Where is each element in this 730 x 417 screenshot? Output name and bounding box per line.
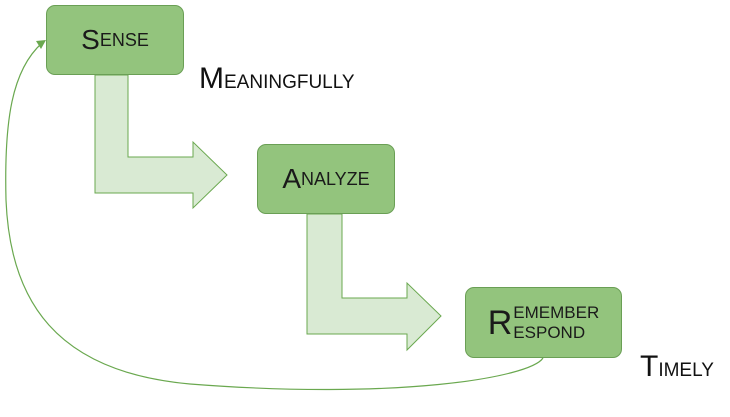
- node-remember-respond-cap: R: [487, 303, 513, 342]
- node-analyze-cap: A: [282, 163, 301, 194]
- annotation-timely: TIMELY: [640, 352, 714, 382]
- node-sense-rest: ENSE: [99, 30, 149, 50]
- node-respond-line: ESPOND: [513, 322, 586, 342]
- annotation-timely-cap: T: [640, 350, 659, 383]
- node-remember-respond-label: R EMEMBER ESPOND: [466, 288, 621, 357]
- annotation-meaningfully: MEANINGFULLY: [199, 64, 355, 94]
- annotation-meaningfully-cap: M: [199, 62, 224, 95]
- annotation-meaningfully-rest: EANINGFULLY: [224, 72, 355, 93]
- arrow-analyze-to-remember-respond: [306, 213, 442, 352]
- node-analyze-rest: NALYZE: [301, 169, 370, 189]
- node-remember-respond-stack: EMEMBER ESPOND: [513, 303, 599, 343]
- node-remember-respond: R EMEMBER ESPOND: [465, 287, 622, 358]
- feedback-loop-arrowhead: [36, 40, 46, 49]
- annotation-timely-rest: IMELY: [658, 360, 714, 381]
- feedback-loop-line: [5, 42, 544, 391]
- arrow-sense-to-analyze: [94, 74, 228, 210]
- node-remember-line: EMEMBER: [513, 302, 600, 322]
- node-sense-cap: S: [81, 24, 100, 55]
